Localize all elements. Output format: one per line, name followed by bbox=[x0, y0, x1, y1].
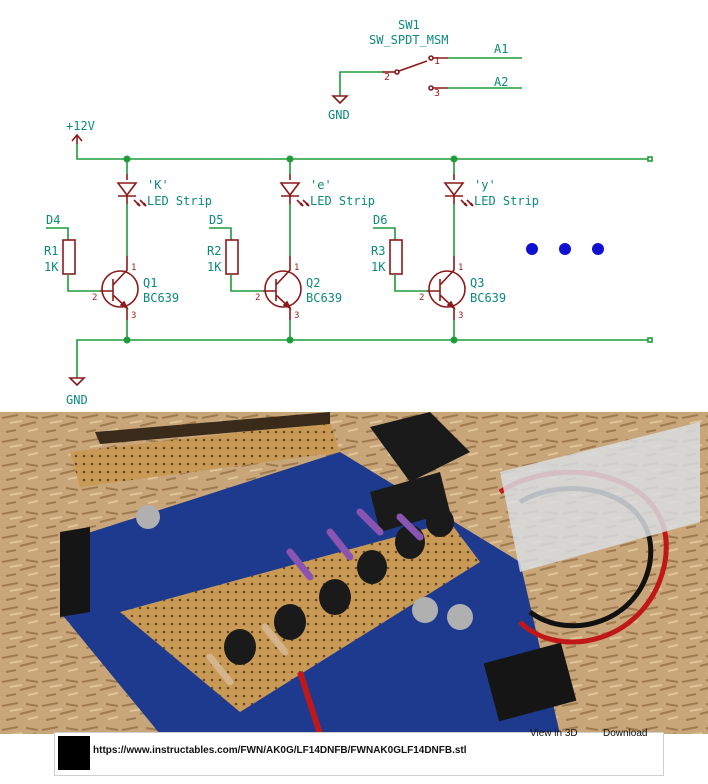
ellipsis-dots bbox=[526, 243, 604, 255]
transistor-q2-type: BC639 bbox=[306, 291, 342, 305]
switch-ref: SW1 bbox=[398, 18, 420, 32]
channel-3: 1 'y' LED Strip D6 R3 1K 2 3 Q3 BC639 bbox=[371, 155, 539, 344]
resistor-r3 bbox=[389, 239, 403, 275]
power-rail: +12V bbox=[66, 119, 653, 162]
switch-out-a1: A1 bbox=[494, 42, 508, 56]
transistor-q2-ref: Q2 bbox=[306, 276, 320, 290]
download-link[interactable]: Download bbox=[603, 728, 648, 739]
q1-pin-b: 2 bbox=[92, 293, 97, 303]
circuit-schematic: SW1 SW_SPDT_MSM 2 1 3 A1 A2 GND +12V GND bbox=[44, 18, 653, 407]
switch-value: SW_SPDT_MSM bbox=[369, 33, 448, 47]
resistor-r1 bbox=[62, 239, 76, 275]
transistor-q1-ref: Q1 bbox=[143, 276, 157, 290]
resistor-r2 bbox=[225, 239, 239, 275]
transistor-q2 bbox=[264, 270, 302, 308]
file-thumbnail bbox=[58, 736, 90, 770]
switch-pin-1: 1 bbox=[434, 56, 440, 67]
q2-pin-c: 1 bbox=[294, 263, 299, 273]
channel-1: 1 'K' LED Strip D4 R1 1K 2 3 Q1 BC639 bbox=[44, 155, 212, 344]
switch-gnd-label: GND bbox=[328, 108, 350, 122]
transistor-q1 bbox=[101, 270, 139, 308]
led-2-type: LED Strip bbox=[310, 194, 375, 208]
q3-pin-b: 2 bbox=[419, 293, 424, 303]
file-bar: https://www.instructables.com/FWN/AK0G/L… bbox=[54, 732, 664, 776]
view-3d-link[interactable]: View in 3D bbox=[530, 728, 578, 739]
resistor-r3-ref: R3 bbox=[371, 244, 385, 258]
led-3-name: 'y' bbox=[474, 178, 496, 192]
transistor-q3 bbox=[428, 270, 466, 308]
channel-3-pin: D6 bbox=[373, 213, 387, 227]
switch-out-a2: A2 bbox=[494, 75, 508, 89]
resistor-r2-value: 1K bbox=[207, 260, 222, 274]
q2-pin-e: 3 bbox=[294, 311, 299, 321]
transistor-q3-ref: Q3 bbox=[470, 276, 484, 290]
led-3-type: LED Strip bbox=[474, 194, 539, 208]
q1-pin-e: 3 bbox=[131, 311, 136, 321]
q3-pin-e: 3 bbox=[458, 311, 463, 321]
resistor-r2-ref: R2 bbox=[207, 244, 221, 258]
channel-1-pin: D4 bbox=[46, 213, 60, 227]
ground-label: GND bbox=[66, 393, 88, 407]
ground-rail: GND bbox=[66, 337, 653, 407]
resistor-r1-ref: R1 bbox=[44, 244, 58, 258]
q2-pin-b: 2 bbox=[255, 293, 260, 303]
q1-pin-c: 1 bbox=[131, 263, 136, 273]
power-label: +12V bbox=[66, 119, 95, 133]
file-url[interactable]: https://www.instructables.com/FWN/AK0G/L… bbox=[93, 745, 467, 756]
switch-pin-3: 3 bbox=[434, 88, 440, 99]
led-2-name: 'e' bbox=[310, 178, 332, 192]
switch-sw1: SW1 SW_SPDT_MSM 2 1 3 A1 A2 GND bbox=[328, 18, 522, 122]
resistor-r3-value: 1K bbox=[371, 260, 386, 274]
led-1-name: 'K' bbox=[147, 178, 169, 192]
led-1-type: LED Strip bbox=[147, 194, 212, 208]
transistor-q1-type: BC639 bbox=[143, 291, 179, 305]
board-photo bbox=[0, 412, 708, 734]
switch-pin-2: 2 bbox=[384, 72, 390, 83]
channel-2-pin: D5 bbox=[209, 213, 223, 227]
channel-2: 1 'e' LED Strip D5 R2 1K 2 3 Q2 BC639 bbox=[207, 155, 375, 344]
ground-symbol bbox=[68, 377, 86, 387]
q3-pin-c: 1 bbox=[458, 263, 463, 273]
transistor-q3-type: BC639 bbox=[470, 291, 506, 305]
resistor-r1-value: 1K bbox=[44, 260, 59, 274]
ground-symbol bbox=[331, 95, 349, 105]
